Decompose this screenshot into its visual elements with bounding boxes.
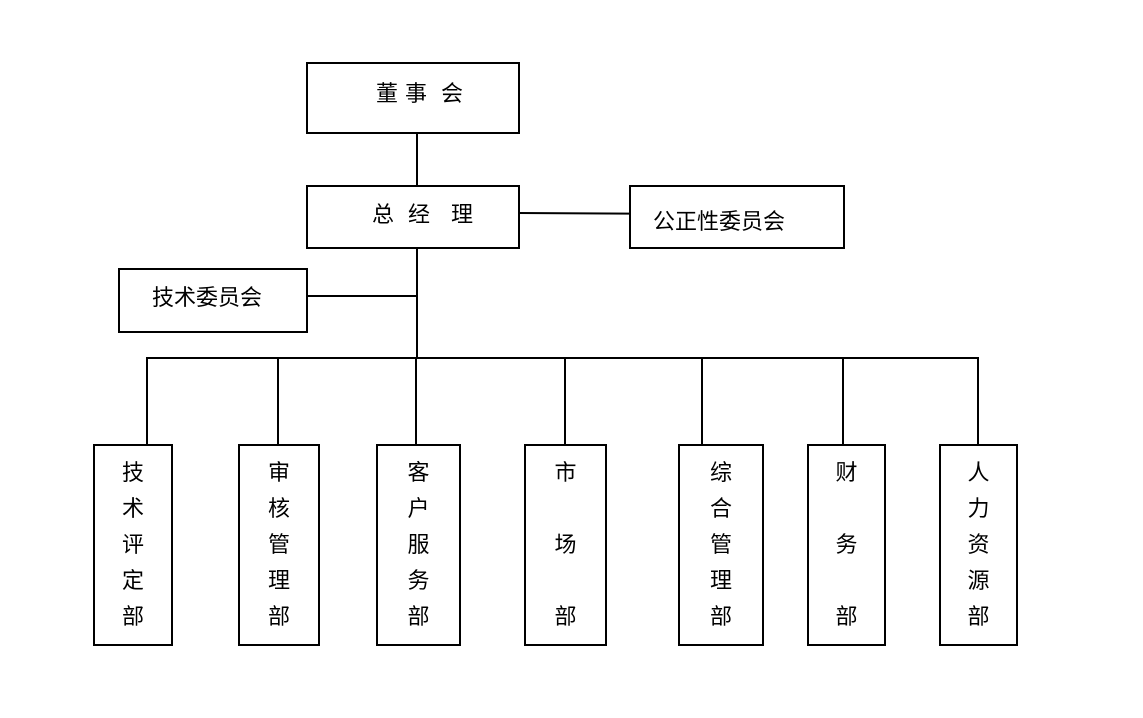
department-char: 财 — [835, 461, 858, 486]
department-char: 部 — [967, 605, 990, 630]
trunk-to-tech-committee-line — [306, 295, 418, 297]
department-box-audit-management: 审 核 管 理 部 — [238, 444, 320, 646]
department-char: 部 — [121, 605, 144, 630]
department-char: 部 — [407, 605, 430, 630]
department-char: 人 — [967, 461, 990, 486]
gm-trunk-line — [416, 247, 418, 359]
department-char: 部 — [709, 605, 732, 630]
department-char: 审 — [267, 461, 290, 486]
fairness-committee-label: 公正性委员会 — [653, 210, 786, 235]
department-char: 力 — [967, 497, 990, 522]
department-char: 务 — [835, 533, 858, 558]
department-drop-line — [415, 357, 417, 445]
department-box-market: 市 场 部 — [524, 444, 607, 646]
department-char: 源 — [967, 569, 990, 594]
tech-committee-box: 技术委员会 — [118, 268, 308, 333]
fairness-committee-box: 公正性委员会 — [629, 185, 845, 249]
department-box-customer-service: 客 户 服 务 部 — [376, 444, 461, 646]
general-manager-box: 总 经 理 — [306, 185, 520, 249]
department-char: 场 — [554, 533, 577, 558]
gm-to-fairness-line — [517, 212, 631, 215]
department-char: 客 — [407, 461, 430, 486]
department-char: 技 — [121, 461, 144, 486]
board-label: 董 事 会 — [376, 82, 463, 107]
department-drop-line — [146, 357, 148, 445]
department-drop-line — [564, 357, 566, 445]
department-box-general-management: 综 合 管 理 部 — [678, 444, 764, 646]
department-char: 服 — [407, 533, 430, 558]
department-char: 评 — [121, 533, 144, 558]
department-char: 市 — [554, 461, 577, 486]
department-char: 管 — [267, 533, 290, 558]
general-manager-label: 总 经 理 — [372, 203, 473, 228]
department-box-finance: 财 务 部 — [807, 444, 886, 646]
department-char: 管 — [709, 533, 732, 558]
department-char: 合 — [709, 497, 732, 522]
department-char: 户 — [407, 497, 430, 522]
department-drop-line — [277, 357, 279, 445]
department-bus-line — [146, 357, 979, 359]
department-char: 综 — [709, 461, 732, 486]
department-drop-line — [977, 357, 979, 445]
department-char: 定 — [121, 569, 144, 594]
department-char: 理 — [267, 569, 290, 594]
department-box-human-resources: 人 力 资 源 部 — [939, 444, 1018, 646]
department-char: 部 — [554, 605, 577, 630]
department-box-tech-evaluation: 技 术 评 定 部 — [93, 444, 173, 646]
tech-committee-label: 技术委员会 — [152, 286, 263, 311]
department-char: 核 — [267, 497, 290, 522]
department-char: 理 — [709, 569, 732, 594]
department-char: 术 — [121, 497, 144, 522]
department-drop-line — [842, 357, 844, 445]
department-char: 部 — [835, 605, 858, 630]
department-drop-line — [701, 357, 703, 445]
board-box: 董 事 会 — [306, 62, 520, 134]
department-char: 部 — [267, 605, 290, 630]
department-char: 资 — [967, 533, 990, 558]
department-char: 务 — [407, 569, 430, 594]
board-to-gm-line — [416, 132, 418, 186]
